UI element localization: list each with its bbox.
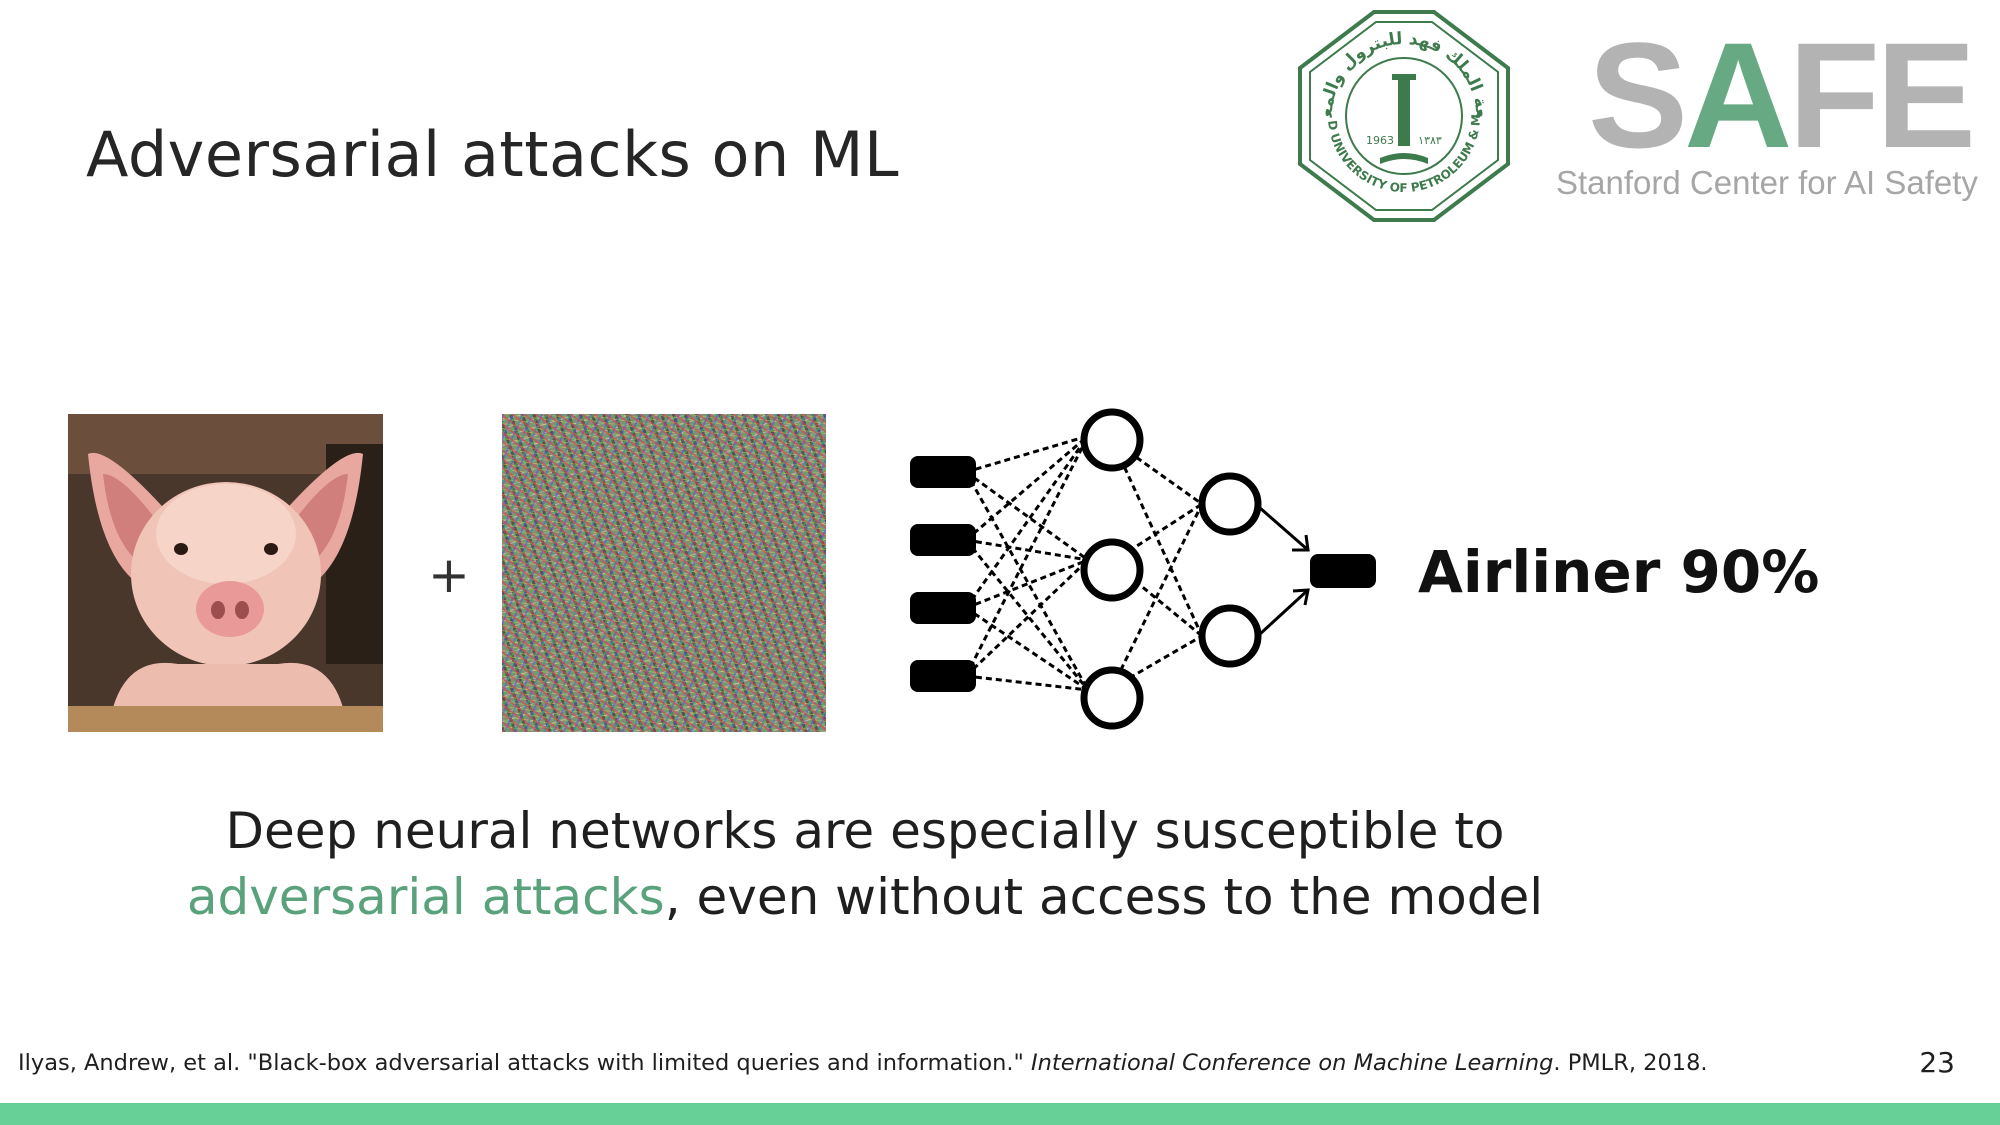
safe-logo: SAFE <box>1588 20 1976 170</box>
prediction-label: Airliner 90% <box>1418 538 1820 606</box>
citation-authors-title: Ilyas, Andrew, et al. "Black-box adversa… <box>18 1050 1032 1076</box>
safe-letter-a: A <box>1684 11 1792 179</box>
adversarial-noise-image <box>502 414 826 732</box>
kfupm-year-hijri: ١٣٨٣ <box>1418 134 1442 147</box>
pig-photo <box>68 414 383 732</box>
page-number: 23 <box>1919 1046 1955 1079</box>
caption-line-1: Deep neural networks are especially susc… <box>225 802 1505 860</box>
safe-letter-s: S <box>1588 11 1688 179</box>
kfupm-logo: جامعة الملك فهد للبترول والمعادن KING FA… <box>1296 8 1510 222</box>
caption-line-2-rest: , even without access to the model <box>664 868 1544 926</box>
citation-publisher-year: . PMLR, 2018. <box>1553 1050 1708 1076</box>
caption-highlight: adversarial attacks <box>186 868 665 926</box>
slide-caption: Deep neural networks are especially susc… <box>0 798 1730 930</box>
svg-text:جامعة الملك فهد للبترول والمعا: جامعة الملك فهد للبترول والمعادن <box>1296 8 1491 119</box>
citation: Ilyas, Andrew, et al. "Black-box adversa… <box>18 1050 1708 1076</box>
safe-letter-f: F <box>1788 11 1880 179</box>
safe-subtitle: Stanford Center for AI Safety <box>1556 164 1978 201</box>
slide-title: Adversarial attacks on ML <box>86 118 900 191</box>
caption-line-2: adversarial attacks, even without access… <box>0 864 1730 930</box>
bottom-accent-bar <box>0 1103 2000 1125</box>
safe-letter-e: E <box>1876 11 1976 179</box>
citation-venue: International Conference on Machine Lear… <box>1031 1050 1554 1076</box>
neural-network-icon <box>910 408 1376 730</box>
kfupm-year: 1963 <box>1366 134 1394 147</box>
plus-operator: + <box>428 546 470 604</box>
kfupm-arabic-name: جامعة الملك فهد للبترول والمعادن <box>1296 8 1491 119</box>
